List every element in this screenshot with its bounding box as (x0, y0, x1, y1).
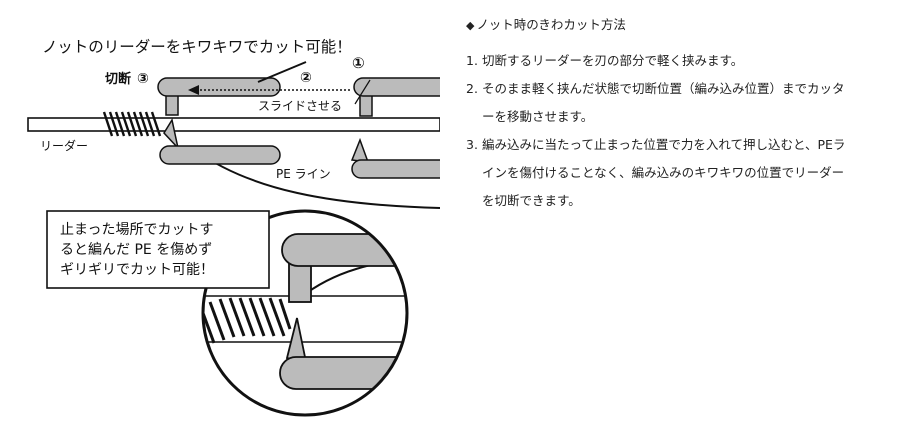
cutter-position-1 (350, 77, 440, 179)
step-text: 切断するリーダーを刃の部分で軽く挟みます。 (482, 47, 886, 75)
callout-line-1: 止まった場所でカットす (60, 222, 213, 238)
step-number: 1. (466, 53, 478, 68)
step-2: 2. そのまま軽く挟んだ状態で切断位置（編み込み位置）までカッタ ーを移動させま… (466, 75, 886, 131)
instructions-heading-text: ノット時のきわカット方法 (476, 17, 626, 32)
step-line: を切断できます。 (482, 193, 581, 208)
step-3: 3. 編み込みに当たって止まった位置で力を入れて押し込むと、PEラ インを傷付け… (466, 131, 886, 215)
pointer-line-1 (354, 79, 371, 105)
step-text: 編み込みに当たって止まった位置で力を入れて押し込むと、PEラ インを傷付けること… (482, 131, 886, 215)
cut-label: 切断 (105, 71, 131, 87)
diamond-bullet-icon: ◆ (466, 19, 475, 32)
marker-1: ① (352, 54, 365, 72)
step-line: そのまま軽く挟んだ状態で切断位置（編み込み位置）までカッタ (482, 81, 845, 96)
callout-line-2: ると編んだ PE を傷めず (60, 242, 212, 258)
step-line: 編み込みに当たって止まった位置で力を入れて押し込むと、PEラ (482, 137, 846, 152)
marker-2: ② (300, 70, 312, 86)
callout-line-3: ギリギリでカット可能！ (60, 262, 214, 278)
leader-label: リーダー (40, 138, 88, 153)
step-text: そのまま軽く挟んだ状態で切断位置（編み込み位置）までカッタ ーを移動させます。 (482, 75, 886, 131)
step-line: インを傷付けることなく、編み込みのキワキワの位置でリーダー (482, 165, 845, 180)
knot-coil (102, 111, 162, 137)
slide-label: スライドさせる (258, 99, 342, 113)
step-1: 1. 切断するリーダーを刃の部分で軽く挟みます。 (466, 47, 886, 75)
step-line: 切断するリーダーを刃の部分で軽く挟みます。 (482, 53, 744, 68)
callout-box: 止まった場所でカットす ると編んだ PE を傷めず ギリギリでカット可能！ (46, 210, 270, 289)
knot-cut-diagram: ノットのリーダーをキワキワでカット可能！ 切断 ③ ② ① スライドさせる リー… (27, 38, 440, 417)
pe-label: PE ライン (276, 167, 331, 181)
pointer-line-2 (257, 61, 307, 83)
instructions-heading: ◆ノット時のきわカット方法 (466, 14, 886, 33)
instructions-panel: ◆ノット時のきわカット方法 1. 切断するリーダーを刃の部分で軽く挟みます。 2… (466, 14, 886, 215)
cutter-position-3 (157, 77, 281, 165)
step-line: ーを移動させます。 (482, 109, 594, 124)
step-number: 2. (466, 81, 478, 96)
marker-3: ③ (137, 71, 149, 87)
leader-line (27, 117, 440, 132)
slide-arrow (188, 85, 350, 95)
steps-list: 1. 切断するリーダーを刃の部分で軽く挟みます。 2. そのまま軽く挟んだ状態で… (466, 47, 886, 215)
diagram-title: ノットのリーダーをキワキワでカット可能！ (42, 38, 352, 56)
step-number: 3. (466, 137, 478, 152)
